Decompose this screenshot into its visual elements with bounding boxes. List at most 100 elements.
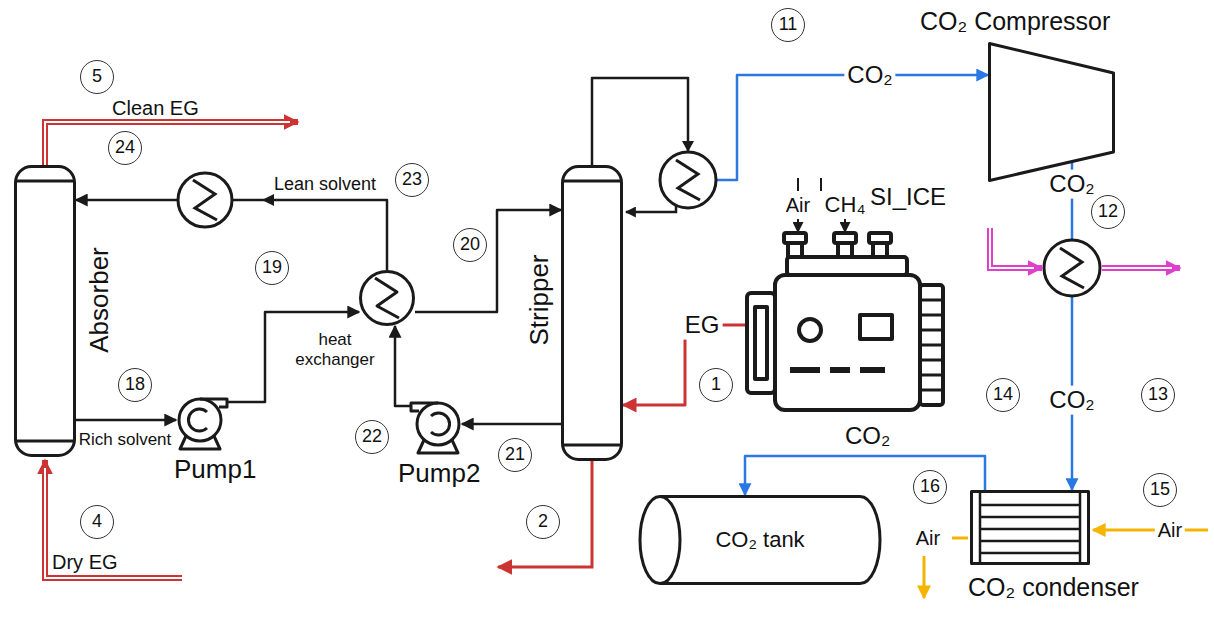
stream-label: Air xyxy=(786,193,810,217)
callout-number: 4 xyxy=(80,505,114,539)
intake-arrow xyxy=(844,219,846,232)
shape-art xyxy=(988,42,1115,182)
stripper-column: Stripper xyxy=(561,165,623,461)
flow-line-segment xyxy=(76,419,176,422)
flow-arrow xyxy=(262,194,274,206)
engine-fins xyxy=(920,285,943,405)
flow-line xyxy=(76,420,176,421)
condenser-box xyxy=(972,492,1089,564)
shape-outline xyxy=(411,403,459,453)
callout-number: 15 xyxy=(1143,473,1177,507)
flow-line-segment xyxy=(395,326,410,406)
condenser-symbol: CO₂ condenser xyxy=(970,490,1090,565)
pump-symbol: Pump2 xyxy=(410,402,462,454)
node-label: Absorber xyxy=(84,247,115,353)
flow-line xyxy=(462,424,561,425)
node-label: SI_ICE xyxy=(870,183,946,212)
shape-art xyxy=(745,245,945,420)
callout-number: 23 xyxy=(395,163,429,197)
pump-outlet xyxy=(200,399,227,407)
condenser-symbol xyxy=(660,152,716,208)
exhaust-line xyxy=(45,460,182,578)
node-label: Stripper xyxy=(524,254,555,345)
callout-number: 2 xyxy=(526,505,560,539)
injector-body xyxy=(838,243,852,257)
tank-body xyxy=(640,497,880,584)
flow-arrow xyxy=(682,141,694,152)
engine-port xyxy=(799,319,821,341)
node-label: CO₂ tank xyxy=(715,527,804,553)
flow-line-segment xyxy=(688,75,988,180)
shape-outline xyxy=(563,167,622,460)
node-label: CO₂ condenser xyxy=(968,572,1139,602)
exhaust-line xyxy=(498,461,592,567)
engine-illustration: SI_ICE xyxy=(745,245,945,420)
injector-cap xyxy=(834,233,856,243)
injector-body xyxy=(873,243,887,257)
injector-cap xyxy=(869,233,891,243)
exhaust-line-core xyxy=(45,122,290,166)
node-label: heat exchanger xyxy=(289,330,381,371)
cooler-coil xyxy=(193,180,217,220)
tank-end xyxy=(660,497,680,584)
shape-outline xyxy=(640,497,880,584)
exchanger-coil xyxy=(375,278,399,318)
callout-number: 19 xyxy=(255,251,289,285)
node-label: Pump1 xyxy=(174,454,256,485)
callout-number: 11 xyxy=(771,8,805,42)
callout-number: 1 xyxy=(699,368,733,402)
shape-outline xyxy=(990,44,1114,181)
shape-outline xyxy=(972,492,1089,564)
engine-block xyxy=(775,275,920,410)
callout-number: 22 xyxy=(355,420,389,454)
condenser-coil xyxy=(676,160,700,200)
stream-label: Rich solvent xyxy=(79,430,172,450)
flow-line xyxy=(745,456,985,495)
stream-label: CO₂ xyxy=(844,61,895,90)
coolant-line xyxy=(990,228,1042,268)
flow-line xyxy=(592,75,988,180)
stream-label: CO₂ xyxy=(1046,386,1097,415)
heat-exchanger: heat exchanger xyxy=(359,270,415,326)
pump-casing xyxy=(179,399,221,441)
cooler-coil xyxy=(1060,248,1084,288)
flow-line-segment xyxy=(1071,182,1074,490)
stream-label: Air xyxy=(1155,518,1185,542)
stream-label: Dry EG xyxy=(52,550,118,574)
coolant-line xyxy=(1102,265,1180,271)
shape-art xyxy=(410,402,462,454)
exhaust-line xyxy=(45,122,298,165)
callout-number: 12 xyxy=(1091,195,1125,229)
callout-number: 18 xyxy=(118,368,152,402)
air-line xyxy=(952,537,968,540)
intake-tick xyxy=(798,178,821,191)
stream-label: Lean solvent xyxy=(274,174,376,196)
cooler-symbol xyxy=(1044,240,1100,296)
stream-label: Air xyxy=(916,526,940,550)
flow-line-segment xyxy=(462,423,561,426)
shape-art xyxy=(176,398,228,450)
shape-outline xyxy=(361,272,414,325)
node-label: CO₂ Compressor xyxy=(920,6,1110,36)
injector-body xyxy=(788,243,802,257)
engine-dash xyxy=(790,367,885,373)
shape-art xyxy=(14,165,76,457)
callout-number: 14 xyxy=(986,378,1020,412)
column-head-line xyxy=(16,181,75,441)
shape-outline xyxy=(16,167,75,456)
shape-art xyxy=(561,165,623,461)
absorber-column: Absorber xyxy=(14,165,76,457)
pump-outlet xyxy=(411,403,438,411)
coolant-line-core xyxy=(990,228,1034,268)
compressor-symbol: CO₂ Compressor xyxy=(988,42,1115,182)
callout-number: 20 xyxy=(453,228,487,262)
stream-label: Clean EG xyxy=(112,96,199,120)
stream-label: CH₄ xyxy=(825,192,866,218)
air-line xyxy=(1093,529,1208,532)
flow-line-segment xyxy=(745,456,985,495)
reflux-line xyxy=(626,205,676,212)
intake-arrow xyxy=(797,219,799,232)
callout-number: 13 xyxy=(1141,378,1175,412)
